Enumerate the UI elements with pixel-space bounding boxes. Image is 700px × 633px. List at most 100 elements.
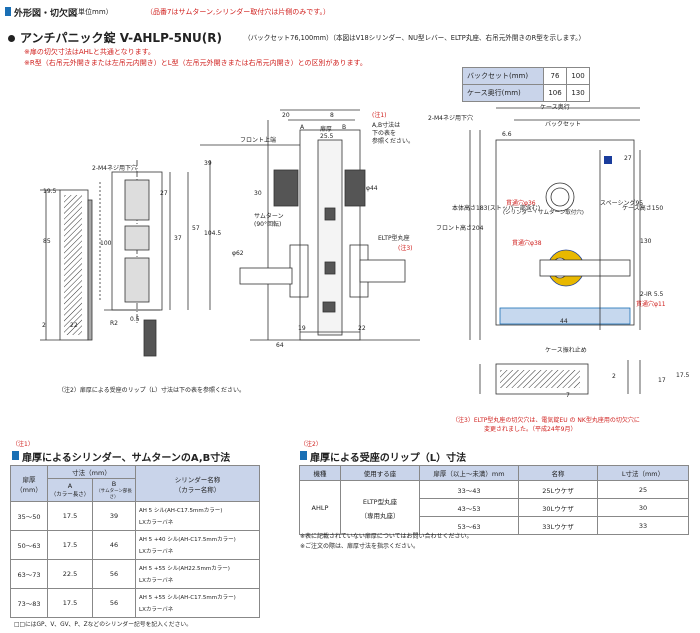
table-row: 35～50 17.5 39 AH 5 シル(AH-C17.5mmカラー)LXカラ…	[10, 501, 260, 531]
lip-note-1: ※表に記載されていない扉厚についてはお問い合わせください。	[300, 533, 473, 540]
product-title: アンチパニック錠 V-AHLP-5NU(R)	[20, 31, 222, 45]
product-note-1: ※扉の切欠寸法はAHLと共通となります。	[24, 48, 155, 56]
side-view	[200, 109, 420, 341]
case-cutout-view	[104, 160, 211, 357]
label-front-height: フロント高さ204	[436, 225, 484, 232]
label-note3-tag: (注3)	[398, 245, 413, 252]
label-through11: 貫通穴φ11	[636, 301, 666, 308]
dim-255: 25.5	[320, 133, 334, 140]
dim-44b: 44	[560, 318, 568, 325]
lip-table-marker	[300, 451, 307, 460]
cyl-table-tag: （注1）	[12, 441, 34, 448]
label-cyl-sub: (シリンダー・サムターン取付穴)	[503, 210, 584, 216]
title-bullet	[8, 35, 15, 42]
dim-20: 20	[282, 112, 290, 119]
label-cyl-hole: 貫通穴φ36	[506, 200, 536, 207]
dim-r2: R2	[110, 320, 118, 327]
col-name: 名称	[518, 465, 598, 481]
label-spacing: スペーシング95	[600, 200, 644, 207]
table-header-row: 機種 使用する座 扉厚（以上～未満）mm 名称 L寸法（mm）	[299, 465, 689, 481]
col-dim: 寸法（mm）	[47, 465, 136, 479]
lip-table: 機種 使用する座 扉厚（以上～未満）mm 名称 L寸法（mm） AHLP ELT…	[299, 465, 689, 535]
spec-table: バックセット(mm) 76 100 ケース奥行(mm) 106 130	[462, 67, 590, 102]
spec-label: バックセット(mm)	[462, 67, 544, 85]
dim-05: 0.5	[130, 316, 140, 323]
note3-line-2: 変更されました。（平成24年9月）	[484, 426, 577, 433]
strike-plate-view	[40, 182, 101, 341]
dim-39: 39	[204, 160, 212, 167]
dim-37: 37	[174, 235, 182, 242]
label-a: A	[300, 124, 305, 131]
label-case-depth: ケース奥行	[540, 104, 570, 111]
cyl-table-footnote: □□にはGP、V、GV、P、Zなどのシリンダー記号を記入ください。	[14, 622, 192, 628]
dim-2: 2	[612, 373, 616, 380]
col-door-range: 扉厚（以上～未満）mm	[419, 465, 519, 481]
dim-2b: 2	[42, 322, 46, 329]
table-row: AHLP ELTP型丸座（専用丸座） 33～43 25Lウケザ 25	[299, 480, 689, 535]
col-a: A（カラー長さ）	[47, 478, 93, 502]
section-marker	[5, 7, 11, 16]
label-body-height: 本体高さ183(ストッパー部含む)	[452, 205, 541, 212]
lip-note-2: ※ご注文の際は、扉厚寸法を指示ください。	[300, 543, 420, 550]
header-note: （品番7はサムターン,シリンダー取付穴は片側のみです。）	[146, 8, 330, 16]
dim-19: 19	[298, 325, 306, 332]
dim-17: 17	[658, 377, 666, 384]
spec-value: 130	[566, 84, 590, 102]
product-detail: （バックセット76,100mm）（本図はV18シリンダー、NU型レバー、ELTP…	[244, 34, 586, 42]
col-door: 扉厚（mm）	[10, 465, 48, 502]
dim-64: 64	[276, 342, 284, 349]
dim-100: 100	[100, 240, 112, 247]
dim-27b: 27	[624, 155, 632, 162]
product-note-2: ※R型（右吊元外開きまたは左吊元内開き）とL型（左吊元外開きまたは右吊元内開き）…	[24, 59, 367, 67]
label-latch: ケース振れ止め	[545, 347, 587, 354]
table-row: ケース奥行(mm) 106 130	[462, 84, 590, 102]
cell-model: AHLP	[299, 480, 341, 535]
dim-130: 130	[640, 238, 652, 245]
front-view	[469, 107, 641, 340]
table-header-row: 扉厚（mm） 寸法（mm） シリンダー名称（カラー名称）	[10, 465, 260, 502]
label-through38: 貫通穴φ38	[512, 240, 542, 247]
label-case-height: ケース高さ150	[622, 205, 664, 212]
col-cyl: シリンダー名称（カラー名称）	[135, 465, 260, 502]
dim-62: φ62	[232, 250, 244, 257]
dim-27: 27	[160, 190, 168, 197]
label-ab-note-2: 下の表を	[372, 130, 397, 137]
unit-label: （単位mm）	[71, 8, 113, 16]
dim-22b: 22	[358, 325, 366, 332]
col-use: 使用する座	[340, 465, 420, 481]
dim-57: 57	[192, 225, 200, 232]
lip-table-title: 扉厚による受座のリップ（L）寸法	[310, 453, 467, 464]
label-note1-tag: (注1)	[372, 112, 387, 119]
label-66: 6.6	[502, 131, 512, 138]
label-eltp: ELTP型丸座	[378, 235, 410, 242]
label-b: B	[342, 124, 347, 131]
spec-label: ケース奥行(mm)	[462, 84, 544, 102]
label-thumbturn-angle: (90°回転)	[254, 221, 282, 228]
note2-caption: （注2）扉厚による受座のリップ（L）寸法は下の表を参照ください。	[58, 387, 245, 394]
label-thumbturn: サムターン	[254, 213, 284, 220]
cyl-table-marker	[12, 451, 19, 460]
cyl-table-title: 扉厚によるシリンダー、サムターンのA,B寸法	[22, 453, 231, 464]
label-ir: 2-IR 5.5	[640, 291, 664, 298]
cyl-table: 扉厚（mm） 寸法（mm） シリンダー名称（カラー名称） A（カラー長さ） B（…	[10, 465, 260, 618]
dim-85: 85	[43, 238, 51, 245]
table-row: 73～83 17.5 56 AH 5 +55 シル(AH-C17.5mmカラー)…	[10, 588, 260, 618]
dim-7: 7	[566, 392, 570, 399]
table-header-row: A（カラー長さ） B（サムターン部長さ）	[11, 478, 260, 502]
label-door: 扉厚	[320, 126, 333, 133]
table-row: 43～53 30Lウケザ 30	[300, 498, 689, 517]
dim-1045: 104.5	[204, 230, 222, 237]
dim-30: 30	[254, 190, 262, 197]
cell-use: ELTP型丸座（専用丸座）	[340, 480, 420, 535]
label-m4-left: 2-M4ネジ用下穴	[92, 165, 137, 172]
dim-22: 22	[70, 322, 78, 329]
label-ab-note-1: A,B寸法は	[372, 122, 401, 129]
label-ab-note-3: 参照ください。	[372, 138, 415, 145]
col-b: B（サムターン部長さ）	[92, 478, 136, 502]
latch-view	[479, 360, 641, 395]
col-model: 機種	[299, 465, 341, 481]
table-row: 50～63 17.5 46 AH 5 +40 シル(AH-C17.5mmカラー)…	[10, 530, 260, 560]
dim-175: 17.5	[676, 372, 690, 379]
section-title: 外形図・切欠図	[14, 9, 78, 19]
label-backset: バックセット	[545, 121, 582, 128]
